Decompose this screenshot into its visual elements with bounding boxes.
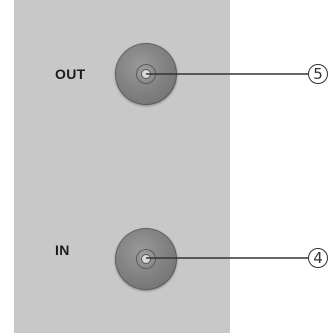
callout-out: 5 <box>308 64 328 84</box>
in-connector-pin <box>142 255 150 263</box>
out-label: OUT <box>55 66 86 82</box>
in-label: IN <box>55 242 70 258</box>
in-connector[interactable] <box>115 228 177 290</box>
callout-in: 4 <box>308 248 328 268</box>
